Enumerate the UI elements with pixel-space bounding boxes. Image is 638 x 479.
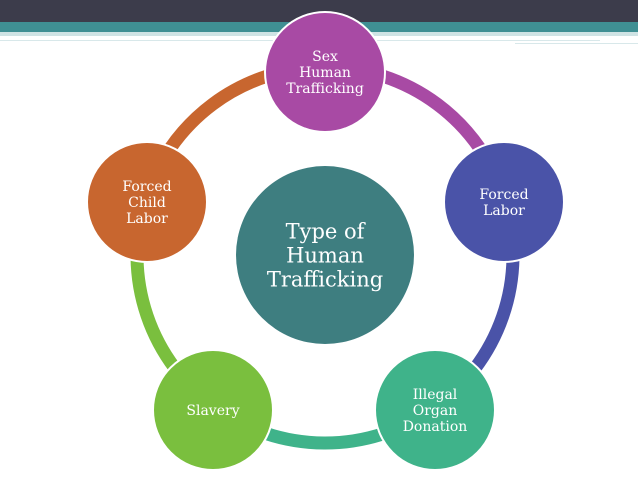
node-label-illegal-organ-donation: Donation — [403, 419, 468, 435]
node-label-illegal-organ-donation: Organ — [413, 403, 458, 419]
node-circle-forced-child-labor — [86, 141, 208, 263]
node-label-slavery: Slavery — [186, 403, 239, 419]
node-label-sex-human-trafficking: Sex — [312, 49, 338, 65]
center-label: Trafficking — [267, 267, 383, 291]
center-label: Type of — [286, 219, 367, 243]
node-label-illegal-organ-donation: Illegal — [413, 387, 458, 403]
center-circle — [236, 166, 414, 344]
node-group: SexHumanTraffickingForcedLaborIllegalOrg… — [86, 11, 565, 471]
center-label: Human — [286, 243, 364, 267]
node-label-sex-human-trafficking: Human — [299, 65, 351, 81]
node-label-forced-child-labor: Child — [128, 195, 166, 211]
node-label-forced-child-labor: Forced — [122, 179, 171, 195]
node-circle-sex-human-trafficking — [264, 11, 386, 133]
node-circle-forced-labor — [443, 141, 565, 263]
header-rule-right — [515, 43, 638, 44]
header-bar — [0, 0, 638, 22]
node-label-forced-labor: Labor — [483, 203, 525, 219]
node-label-forced-labor: Forced — [479, 187, 528, 203]
node-circle-slavery — [152, 349, 274, 471]
node-slavery: Slavery — [152, 349, 274, 471]
node-circle-illegal-organ-donation — [374, 349, 496, 471]
node-label-sex-human-trafficking: Trafficking — [286, 81, 364, 97]
node-label-forced-child-labor: Labor — [126, 211, 168, 227]
